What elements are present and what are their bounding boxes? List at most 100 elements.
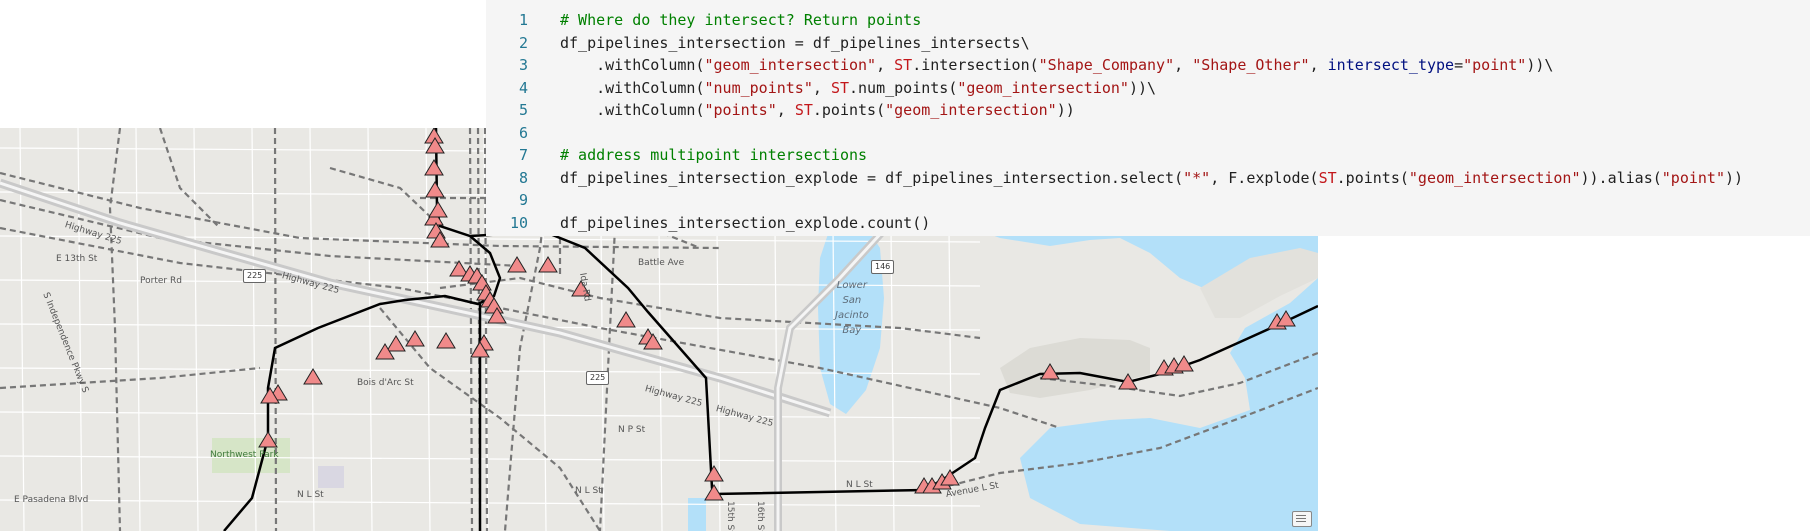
code-token: ))\ bbox=[1526, 56, 1554, 74]
street bbox=[251, 128, 257, 531]
other-pipeline bbox=[379, 307, 601, 531]
shield-225-east: 225 bbox=[586, 371, 610, 385]
label-15th-st: 15th St bbox=[725, 501, 735, 531]
code-token: "geom_intersection" bbox=[957, 78, 1129, 97]
intersection-marker bbox=[1118, 373, 1138, 390]
street bbox=[367, 128, 373, 531]
code-line: df_pipelines_intersection_explode.count(… bbox=[560, 212, 1810, 235]
street bbox=[0, 499, 981, 507]
code-line: df_pipelines_intersection_explode = df_p… bbox=[560, 167, 1810, 190]
street bbox=[135, 128, 141, 531]
code-token: df_pipelines_intersection_explode.count(… bbox=[560, 213, 931, 232]
intersection-marker bbox=[425, 181, 445, 198]
code-line: # Where do they intersect? Return points bbox=[560, 9, 1810, 32]
park-small bbox=[318, 466, 344, 488]
other-pipeline bbox=[0, 171, 721, 250]
label-northwest-park: Northwest Park bbox=[210, 450, 279, 460]
street bbox=[425, 128, 431, 531]
code-token: .withColumn( bbox=[560, 78, 705, 97]
street bbox=[193, 128, 199, 531]
label-lower-san-jacinto-bay: Lower San Jacinto Bay bbox=[835, 280, 869, 336]
code-token: , bbox=[1174, 56, 1193, 74]
label-n-p-st: N P St bbox=[618, 425, 646, 435]
bay-water bbox=[1020, 128, 1318, 531]
code-token: , F.explode( bbox=[1210, 168, 1319, 187]
intersection-marker bbox=[1174, 355, 1194, 372]
intersection-marker bbox=[425, 137, 445, 154]
code-line: df_pipelines_intersection = df_pipelines… bbox=[560, 32, 1810, 55]
highway-225-centerline bbox=[0, 181, 831, 415]
label-n-l-st-west: N L St bbox=[297, 490, 324, 500]
line-number: 9 bbox=[518, 191, 528, 209]
shield-146: 146 bbox=[871, 260, 895, 274]
other-pipeline bbox=[439, 276, 981, 340]
code-line: .withColumn("points", ST.points("geom_in… bbox=[560, 99, 1810, 122]
intersection-marker bbox=[1276, 310, 1296, 327]
intersection-marker bbox=[571, 280, 591, 297]
code-token: , bbox=[812, 78, 831, 97]
intersection-marker bbox=[428, 201, 448, 218]
line-number: 3 bbox=[518, 56, 528, 74]
code-token: # Where do they intersect? Return points bbox=[560, 11, 922, 29]
other-pipeline bbox=[0, 226, 1061, 430]
code-token: , bbox=[1309, 56, 1328, 74]
code-token: .withColumn( bbox=[560, 101, 705, 119]
intersection-marker bbox=[538, 256, 558, 273]
code-token: "*" bbox=[1183, 168, 1211, 187]
code-token: ST bbox=[794, 101, 813, 119]
code-token: "points" bbox=[704, 101, 777, 119]
other-pipeline bbox=[0, 198, 521, 268]
code-token: "Shape_Other" bbox=[1192, 56, 1310, 74]
code-token: ))\ bbox=[1128, 78, 1157, 97]
label-n-l-st-center: N L St bbox=[575, 486, 602, 496]
line-number: 10 bbox=[509, 213, 528, 232]
intersection-marker bbox=[704, 465, 724, 482]
other-pipeline bbox=[273, 128, 278, 531]
intersection-marker bbox=[436, 332, 456, 349]
street bbox=[77, 128, 83, 531]
map-attribution-icon[interactable] bbox=[1292, 511, 1312, 527]
intersection-marker bbox=[424, 159, 444, 176]
street bbox=[0, 411, 981, 419]
intersection-marker bbox=[303, 368, 323, 385]
intersection-marker bbox=[375, 343, 395, 360]
code-token: ST bbox=[830, 78, 849, 97]
intersection-marker bbox=[386, 335, 406, 352]
pond-water bbox=[688, 498, 706, 531]
code-token: = bbox=[1454, 56, 1464, 74]
other-pipeline bbox=[329, 166, 441, 227]
intersection-marker bbox=[1040, 363, 1060, 380]
code-token: )) bbox=[1056, 101, 1075, 119]
highway-146-centerline bbox=[776, 216, 897, 531]
line-number: 2 bbox=[518, 33, 528, 52]
intersection-marker bbox=[616, 311, 636, 328]
street bbox=[0, 367, 981, 375]
intersection-marker bbox=[470, 341, 490, 358]
code-token: "geom_intersection" bbox=[1408, 168, 1581, 187]
other-pipeline bbox=[1039, 351, 1318, 398]
other-pipeline bbox=[468, 128, 474, 531]
street bbox=[19, 128, 25, 531]
code-token: df_pipelines_intersection = df_pipelines… bbox=[560, 33, 1030, 52]
intersection-marker bbox=[449, 260, 469, 277]
street bbox=[0, 323, 981, 331]
code-token: .num_points( bbox=[849, 78, 958, 97]
label-16th-st: 16th St bbox=[755, 501, 765, 531]
intersection-marker bbox=[258, 431, 278, 448]
code-line: .withColumn("num_points", ST.num_points(… bbox=[560, 77, 1810, 100]
island-land bbox=[1200, 248, 1318, 318]
code-token: ST bbox=[1318, 168, 1337, 187]
code-editor[interactable]: # Where do they intersect? Return points… bbox=[560, 9, 1810, 234]
code-token: intersect_type bbox=[1327, 56, 1455, 74]
code-token: , bbox=[876, 56, 895, 74]
line-number: 1 bbox=[518, 11, 528, 29]
intersection-marker bbox=[643, 333, 663, 350]
shore-land bbox=[1000, 338, 1150, 398]
shield-225-west: 225 bbox=[243, 269, 267, 283]
intersection-marker bbox=[940, 469, 960, 486]
other-pipeline bbox=[158, 128, 221, 229]
intersection-points bbox=[258, 128, 1296, 501]
other-pipeline bbox=[0, 366, 261, 390]
label-e-13th-st: E 13th St bbox=[56, 254, 98, 264]
